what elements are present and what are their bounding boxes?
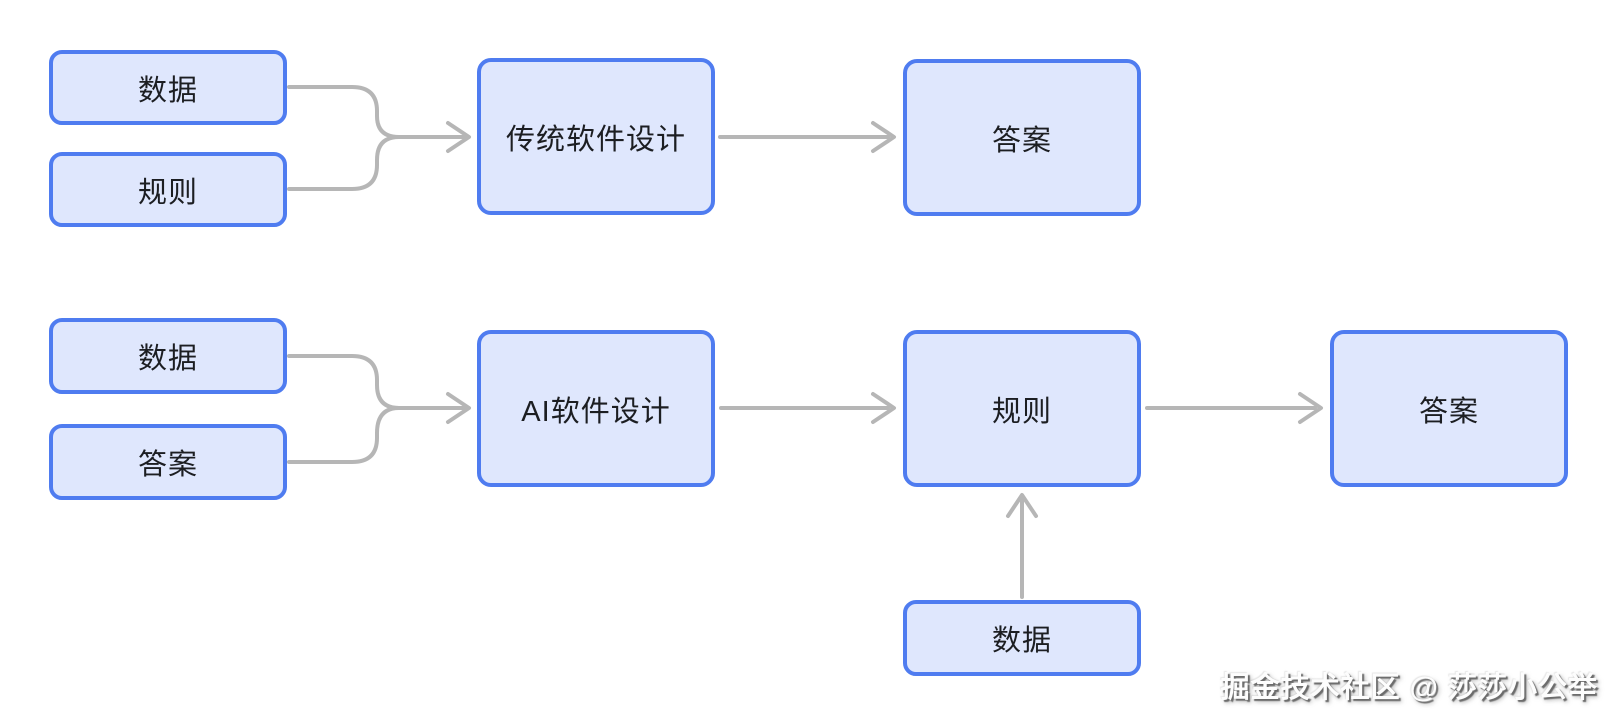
node-traditional-process: 传统软件设计 [477, 58, 715, 215]
node-traditional-rules-input: 规则 [49, 152, 287, 227]
node-ai-data-feed: 数据 [903, 600, 1141, 676]
node-label: 答案 [137, 449, 198, 481]
node-label: AI软件设计 [521, 395, 671, 428]
arrowhead-top-process-to-answer [871, 121, 896, 153]
connector-bottom-merge-upper [287, 354, 401, 410]
node-label: 答案 [1418, 395, 1479, 428]
connector-top-merge-upper [287, 85, 401, 139]
node-label: 数据 [137, 74, 198, 107]
arrowhead-ai-to-rules [871, 392, 896, 424]
arrowhead-bottom-merge [446, 392, 471, 424]
node-ai-process: AI软件设计 [477, 330, 715, 487]
node-label: 传统软件设计 [505, 123, 686, 156]
connector-top-merge-lower [287, 135, 401, 191]
node-label: 数据 [137, 343, 198, 375]
node-ai-answer-input: 答案 [49, 424, 287, 500]
watermark: 掘金技术社区 @ 莎莎小公举 [1220, 672, 1598, 704]
node-traditional-data-input: 数据 [49, 50, 287, 125]
arrowhead-top-merge [446, 121, 471, 153]
node-label: 规则 [137, 176, 198, 209]
node-label: 数据 [991, 625, 1052, 657]
connector-bottom-merge-lower [287, 406, 401, 464]
arrowhead-data-feed-to-rules [1006, 493, 1038, 518]
arrowhead-rules-to-answer [1298, 392, 1323, 424]
node-label: 规则 [991, 395, 1052, 428]
node-ai-answer-final: 答案 [1330, 330, 1568, 487]
node-ai-rules-output: 规则 [903, 330, 1141, 487]
node-traditional-answer-output: 答案 [903, 59, 1141, 216]
node-label: 答案 [991, 124, 1052, 157]
node-ai-data-input: 数据 [49, 318, 287, 394]
